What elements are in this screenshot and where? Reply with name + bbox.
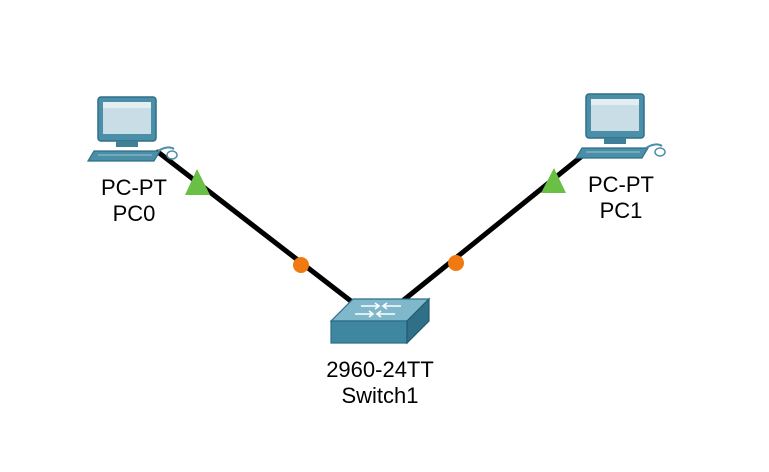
pc0-name: PC0 — [112, 201, 156, 226]
pc1-model: PC-PT — [588, 172, 654, 197]
pc0-device[interactable] — [86, 96, 178, 162]
links — [155, 149, 585, 308]
switch1-model: 2960-24TT — [326, 357, 434, 382]
link-up-indicator-pc0 — [185, 169, 210, 195]
link-pc0-switch1[interactable] — [155, 149, 359, 308]
link-negotiating-indicator-switch1-right — [448, 255, 464, 271]
link-indicators — [185, 168, 566, 273]
link-up-indicator-pc1 — [541, 168, 566, 193]
pc-icon — [574, 93, 666, 159]
pc1-name: PC1 — [599, 198, 643, 223]
pc1-label: PC-PT PC1 — [571, 172, 671, 224]
pc1-device[interactable] — [574, 93, 666, 159]
switch1-label: 2960-24TT Switch1 — [300, 357, 460, 409]
pc0-model: PC-PT — [101, 175, 167, 200]
pc0-label: PC-PT PC0 — [84, 175, 184, 227]
switch1-device[interactable] — [329, 297, 431, 345]
link-negotiating-indicator-switch1-left — [293, 257, 309, 273]
pc-icon — [86, 96, 178, 162]
switch1-name: Switch1 — [341, 383, 419, 408]
switch-icon — [329, 297, 431, 345]
